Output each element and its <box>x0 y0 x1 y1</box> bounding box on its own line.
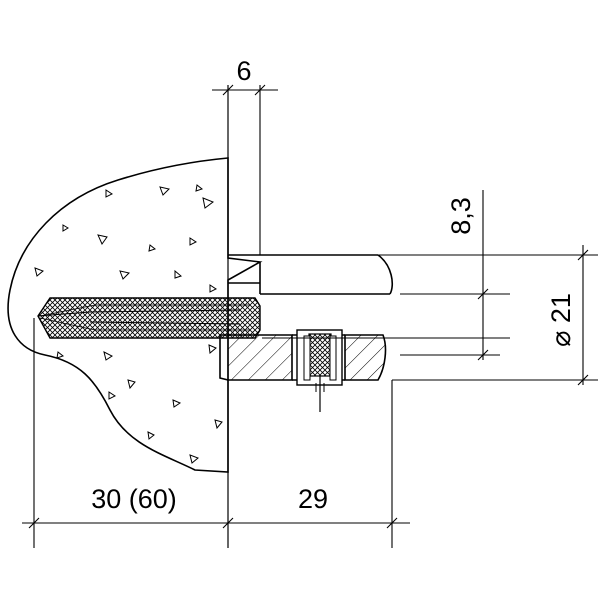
dim-slot-height <box>262 190 510 361</box>
dim-top-width <box>212 84 278 255</box>
lower-bracket <box>227 334 387 381</box>
upper-rod <box>228 254 394 295</box>
dim-diameter <box>378 245 598 386</box>
dim-embed-depth-label: 30 (60) <box>91 484 177 514</box>
dim-slot-height-label: 8,3 <box>446 197 476 235</box>
wall-plug <box>37 297 261 339</box>
dim-projection-label: 29 <box>298 484 328 514</box>
dim-top-width-label: 6 <box>236 56 251 86</box>
aggregate-marks <box>34 184 223 464</box>
set-screw <box>296 329 343 412</box>
dim-bottom <box>22 318 410 548</box>
concrete-wall <box>7 157 263 473</box>
dim-diameter-label: ⌀ 21 <box>546 293 576 347</box>
